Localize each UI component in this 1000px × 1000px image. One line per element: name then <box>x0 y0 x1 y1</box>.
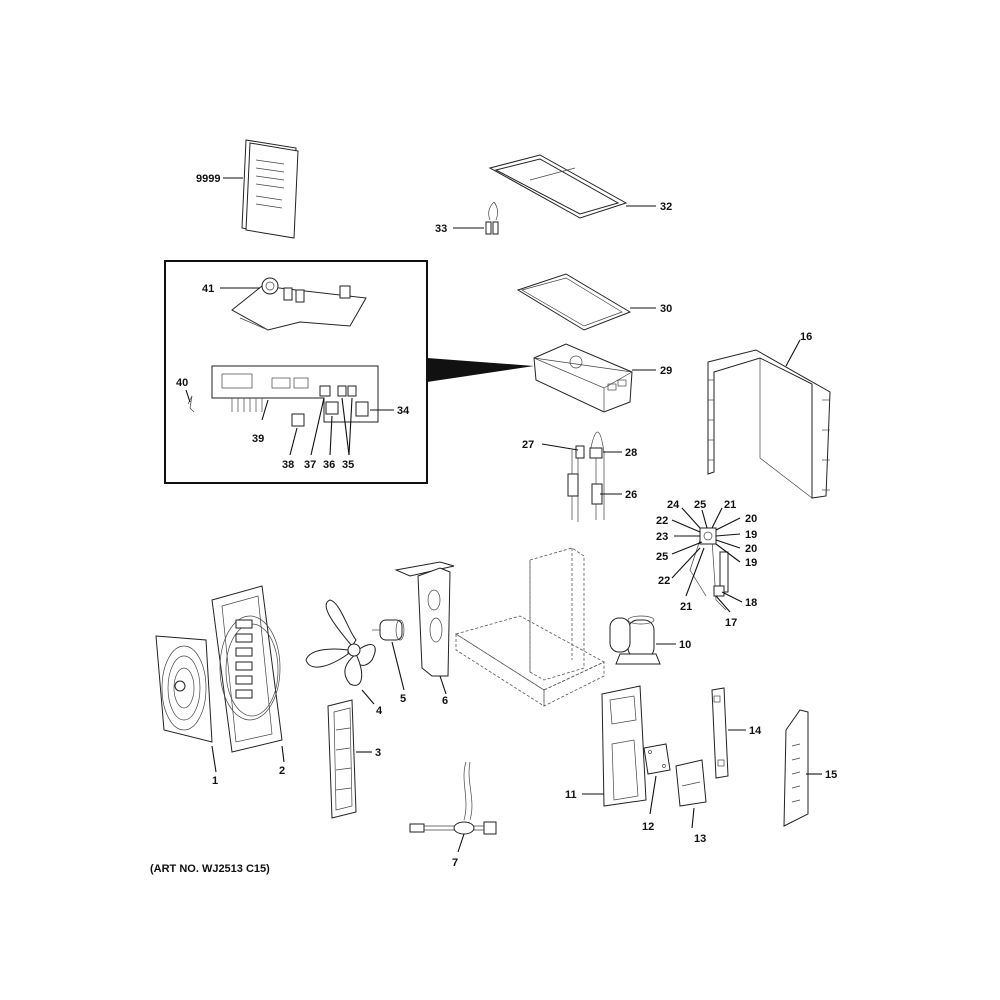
callout-26: 26 <box>625 489 637 501</box>
callout-36: 36 <box>323 459 335 471</box>
part-fan-blade[interactable] <box>305 599 376 686</box>
callout-25b: 25 <box>656 551 668 563</box>
callout-35: 35 <box>342 459 354 471</box>
callout-2: 2 <box>279 765 285 777</box>
art-number-caption: (ART NO. WJ2513 C15) <box>150 863 270 875</box>
detail-pointer <box>427 358 534 382</box>
part-fan-motor[interactable] <box>372 619 405 641</box>
part-control-box-cover[interactable] <box>516 273 632 331</box>
callout-28: 28 <box>625 447 637 459</box>
callout-37: 37 <box>304 459 316 471</box>
callout-13: 13 <box>694 833 706 845</box>
callout-21b: 21 <box>680 601 692 613</box>
callout-14: 14 <box>749 725 762 737</box>
part-front-panel[interactable] <box>211 585 283 753</box>
callout-22b: 22 <box>658 575 670 587</box>
callout-17: 17 <box>725 617 737 629</box>
callout-5: 5 <box>400 693 406 705</box>
part-piping-assembly[interactable] <box>567 431 605 522</box>
callout-22a: 22 <box>656 515 668 527</box>
part-valve-assembly[interactable] <box>689 527 729 611</box>
callout-41: 41 <box>202 283 214 295</box>
callout-38: 38 <box>282 459 294 471</box>
callout-11: 11 <box>565 789 577 801</box>
part-fan-grille[interactable] <box>155 635 213 743</box>
callout-25a: 25 <box>694 499 706 511</box>
callout-4: 4 <box>376 705 383 717</box>
callout-27: 27 <box>522 439 534 451</box>
callout-19b: 19 <box>745 557 757 569</box>
callout-39: 39 <box>252 433 264 445</box>
callout-19a: 19 <box>745 529 757 541</box>
part-pcb[interactable] <box>231 277 367 331</box>
part-valve-cover[interactable] <box>675 759 707 807</box>
part-clips[interactable] <box>485 201 499 235</box>
callout-34: 34 <box>397 405 410 417</box>
part-motor-bracket[interactable] <box>394 561 455 677</box>
part-side-grille[interactable] <box>327 699 357 819</box>
callout-20b: 20 <box>745 543 757 555</box>
part-wiring-panel[interactable] <box>783 709 809 827</box>
part-control-box[interactable] <box>533 343 634 413</box>
part-terminal-block[interactable] <box>291 385 369 427</box>
part-compressor[interactable] <box>609 615 661 665</box>
callout-12: 12 <box>642 821 654 833</box>
callout-18: 18 <box>745 597 757 609</box>
part-rear-support[interactable] <box>711 687 729 779</box>
part-cover-plate[interactable] <box>643 743 671 775</box>
callout-24: 24 <box>667 499 680 511</box>
callout-16: 16 <box>800 331 812 343</box>
callout-23: 23 <box>656 531 668 543</box>
part-condenser-coil[interactable] <box>707 349 831 499</box>
callout-10: 10 <box>679 639 691 651</box>
part-wire-tie[interactable] <box>187 395 195 413</box>
callout-1: 1 <box>212 775 218 787</box>
callout-15: 15 <box>825 769 837 781</box>
part-cable[interactable] <box>409 761 497 835</box>
callout-6: 6 <box>442 695 448 707</box>
part-top-cover[interactable] <box>488 154 628 219</box>
callout-33: 33 <box>435 223 447 235</box>
part-manual[interactable] <box>241 139 299 239</box>
callout-29: 29 <box>660 365 672 377</box>
callout-32: 32 <box>660 201 672 213</box>
callout-30: 30 <box>660 303 672 315</box>
part-side-panel[interactable] <box>601 685 647 807</box>
callout-3: 3 <box>375 747 381 759</box>
callout-21a: 21 <box>724 499 736 511</box>
callout-40: 40 <box>176 377 188 389</box>
callout-20a: 20 <box>745 513 757 525</box>
callout-7: 7 <box>452 857 458 869</box>
part-base-pan[interactable] <box>455 547 605 707</box>
callout-9999: 9999 <box>196 173 220 185</box>
